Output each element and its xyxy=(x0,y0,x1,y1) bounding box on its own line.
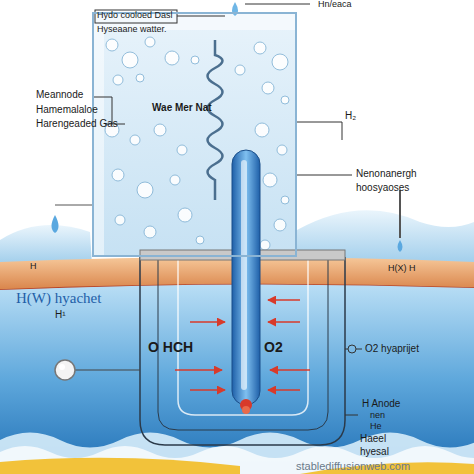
text-label: H Anode xyxy=(362,398,400,409)
text-label: stablediffusionweb.com xyxy=(296,460,410,472)
text-label: Haeel xyxy=(360,433,386,444)
text-label: nen xyxy=(370,411,385,421)
text-label: hyesal xyxy=(360,446,389,457)
text-label: Hyseaane watter. xyxy=(97,25,167,35)
text-label: Hn/eaca xyxy=(318,0,352,10)
text-label: H xyxy=(30,262,37,272)
text-label: Harengeaded Gas xyxy=(36,118,118,129)
text-label: He xyxy=(370,422,382,432)
text-label: Nenonanergh xyxy=(356,168,417,179)
text-label: H(X) H xyxy=(388,264,416,274)
text-label: H¹ xyxy=(55,309,66,320)
text-label: O HCH xyxy=(148,340,193,355)
node-text: Wae Mer Nat xyxy=(152,102,295,113)
text-label: hoosyaoses xyxy=(356,182,409,193)
text-label: H₂ xyxy=(345,110,356,121)
text-label: Hydo cooloed Dasl xyxy=(97,11,173,21)
text-label: Hamemalaloe xyxy=(36,104,98,115)
text-label: Meannode xyxy=(36,89,83,100)
text-label: O2 hyaprijet xyxy=(365,343,419,354)
tank-box: Wae Mer Nat xyxy=(92,12,297,257)
text-label: O2 xyxy=(264,340,283,355)
text-label: H(W) hyachet xyxy=(16,290,101,307)
